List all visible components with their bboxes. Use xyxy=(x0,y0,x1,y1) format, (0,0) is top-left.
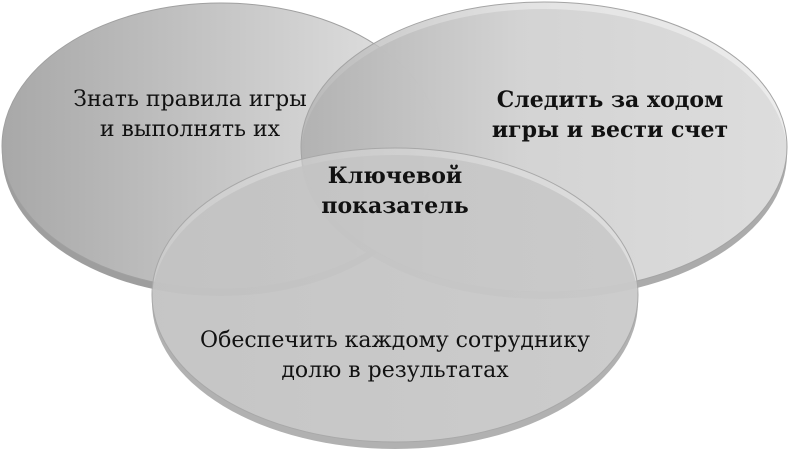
label-bottom-line-2: долю в результатах xyxy=(281,358,509,383)
ellipse-bottom xyxy=(151,147,639,449)
label-left: Знать правила игры и выполнять их xyxy=(50,85,330,145)
label-bottom-line-1: Обеспечить каждому сотруднику xyxy=(200,328,590,353)
label-right-line-1: Следить за ходом xyxy=(496,87,724,113)
label-right-line-2: игры и вести счет xyxy=(491,117,729,143)
label-center-line-2: показатель xyxy=(321,193,469,219)
label-center-line-1: Ключевой xyxy=(327,163,463,189)
label-right: Следить за ходом игры и вести счет xyxy=(470,85,750,145)
label-center: Ключевой показатель xyxy=(300,161,490,221)
label-bottom: Обеспечить каждому сотруднику долю в рез… xyxy=(170,326,620,386)
label-left-line-1: Знать правила игры xyxy=(73,87,307,112)
label-left-line-2: и выполнять их xyxy=(99,117,281,142)
